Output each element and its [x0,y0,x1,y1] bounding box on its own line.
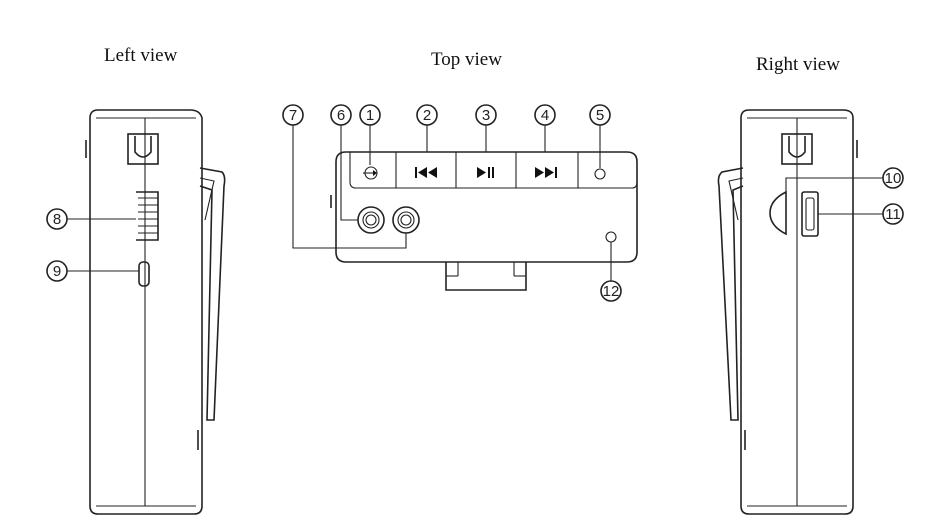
svg-text:4: 4 [541,107,549,124]
callout-6: 6 [330,104,358,221]
top-view-device [330,151,638,291]
left-view-device [85,109,226,515]
svg-text:5: 5 [596,107,604,124]
callout-12: 12 [600,242,622,302]
svg-text:6: 6 [337,107,345,124]
jack-6 [357,206,385,234]
record-dot-icon [594,168,606,180]
svg-text:8: 8 [53,211,61,228]
right-view-title: Right view [756,54,840,75]
callout-9: 9 [46,260,139,282]
input-switch-icon [363,166,378,180]
callout-4: 4 [534,104,556,152]
next-track-icon [535,167,557,178]
svg-text:1: 1 [366,107,374,124]
previous-track-icon [415,167,437,178]
callout-7: 7 [282,104,407,249]
callout-10: 10 [785,167,904,192]
svg-text:7: 7 [289,107,297,124]
svg-text:10: 10 [885,170,902,187]
micro-usb-port [138,261,150,287]
callout-11: 11 [818,203,904,225]
volume-roller [136,191,159,241]
callout-8: 8 [46,208,136,230]
left-view-title: Left view [104,45,178,66]
jack-7 [392,206,420,234]
card-slot-11 [801,191,819,237]
right-view-device [717,109,858,515]
callout-2: 2 [416,104,438,152]
svg-text:2: 2 [423,107,431,124]
microphone-hole [605,231,617,243]
svg-text:12: 12 [603,283,620,300]
svg-text:9: 9 [53,263,61,280]
callout-1: 1 [359,104,381,165]
top-view-title: Top view [431,49,502,70]
svg-text:3: 3 [482,107,490,124]
callout-5: 5 [589,104,611,168]
callout-3: 3 [475,104,497,152]
play-pause-icon [477,167,494,178]
svg-text:11: 11 [885,206,901,223]
side-button-10 [769,190,787,236]
